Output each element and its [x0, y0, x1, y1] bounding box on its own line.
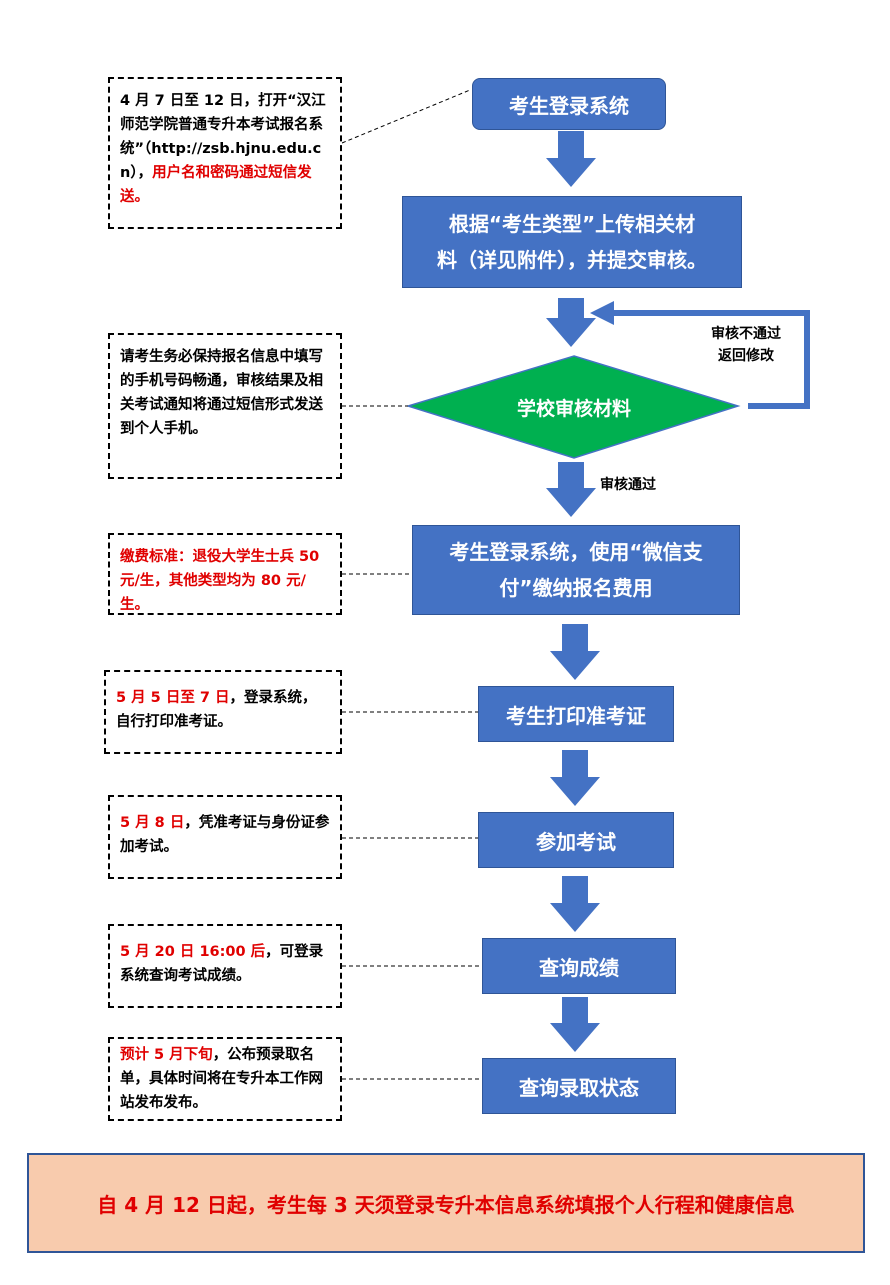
note-print-text: ，登录系统，自行打印准考证。 — [116, 690, 317, 730]
review-decision-diamond — [405, 355, 741, 459]
note-login: 4 月 7 日至 12 日，打开“汉江师范学院普通专升本考试报名系统”（http… — [108, 77, 342, 229]
step-upload-line1: 根据“考生类型”上传相关材 — [448, 212, 696, 236]
note-exam: 5 月 8 日，凭准考证与身份证参加考试。 — [108, 795, 342, 879]
note-score-red-text: 5 月 20 日 16:00 后 — [120, 944, 266, 960]
note-admission-red-text: 预计 5 月下旬 — [120, 1047, 213, 1063]
note-exam-text: ，凭准考证与身份证参加考试。 — [120, 815, 330, 855]
step-pay-fee: 考生登录系统，使用“微信支 付”缴纳报名费用 — [412, 525, 740, 615]
note-pay: 缴费标准：退役大学生士兵 50 元/生，其他类型均为 80 元/生。 — [108, 533, 342, 615]
reject-label-line2: 返回修改 — [718, 348, 774, 364]
step-login-system: 考生登录系统 — [472, 78, 666, 130]
arrow-down-icon — [550, 750, 600, 806]
note-login-red-text: 用户名和密码通过短信发送。 — [120, 165, 312, 205]
arrow-down-icon — [546, 131, 596, 187]
step-upload-line2: 料（详见附件），并提交审核。 — [437, 248, 707, 272]
step-school-review: 学校审核材料 — [516, 397, 631, 420]
leader-line — [341, 89, 471, 144]
note-review: 请考生务必保持报名信息中填写的手机号码畅通，审核结果及相关考试通知将通过短信形式… — [108, 333, 342, 479]
step-print-admission-ticket: 考生打印准考证 — [478, 686, 674, 742]
step-query-score: 查询成绩 — [482, 938, 676, 994]
health-report-banner-text: 自 4 月 12 日起，考生每 3 天须登录专升本信息系统填报个人行程和健康信息 — [97, 1192, 795, 1217]
note-print-red-text: 5 月 5 日至 7 日 — [116, 690, 230, 706]
pass-label: 审核通过 — [600, 477, 656, 493]
step-pay-line1: 考生登录系统，使用“微信支 — [449, 540, 703, 564]
step-take-exam: 参加考试 — [478, 812, 674, 868]
health-report-banner: 自 4 月 12 日起，考生每 3 天须登录专升本信息系统填报个人行程和健康信息 — [27, 1153, 865, 1253]
reject-label: 审核不通过 返回修改 — [694, 323, 798, 367]
note-admission: 预计 5 月下旬，公布预录取名单，具体时间将在专升本工作网站发布发布。 — [108, 1037, 342, 1121]
return-loop-line — [612, 310, 810, 409]
return-arrow-icon — [590, 301, 614, 325]
note-score-text: ，可登录系统查询考试成绩。 — [120, 944, 324, 984]
note-print: 5 月 5 日至 7 日，登录系统，自行打印准考证。 — [104, 670, 342, 754]
note-review-text: 请考生务必保持报名信息中填写的手机号码畅通，审核结果及相关考试通知将通过短信形式… — [120, 349, 323, 437]
reject-label-line1: 审核不通过 — [711, 326, 781, 342]
step-upload-materials: 根据“考生类型”上传相关材 料（详见附件），并提交审核。 — [402, 196, 742, 288]
note-pay-red-text: 缴费标准：退役大学生士兵 50 元/生，其他类型均为 80 元/生。 — [120, 549, 320, 613]
arrow-down-icon — [546, 462, 596, 517]
arrow-down-icon — [550, 624, 600, 680]
note-exam-red-text: 5 月 8 日 — [120, 815, 185, 831]
arrow-down-icon — [546, 298, 596, 347]
note-admission-text: ，公布预录取名单，具体时间将在专升本工作网站发布发布。 — [120, 1047, 323, 1111]
arrow-down-icon — [550, 997, 600, 1052]
step-pay-line2: 付”缴纳报名费用 — [499, 576, 653, 600]
note-login-text: 4 月 7 日至 12 日，打开“汉江师范学院普通专升本考试报名系统”（http… — [120, 93, 326, 181]
step-query-admission: 查询录取状态 — [482, 1058, 676, 1114]
note-score: 5 月 20 日 16:00 后，可登录系统查询考试成绩。 — [108, 924, 342, 1008]
arrow-down-icon — [550, 876, 600, 932]
